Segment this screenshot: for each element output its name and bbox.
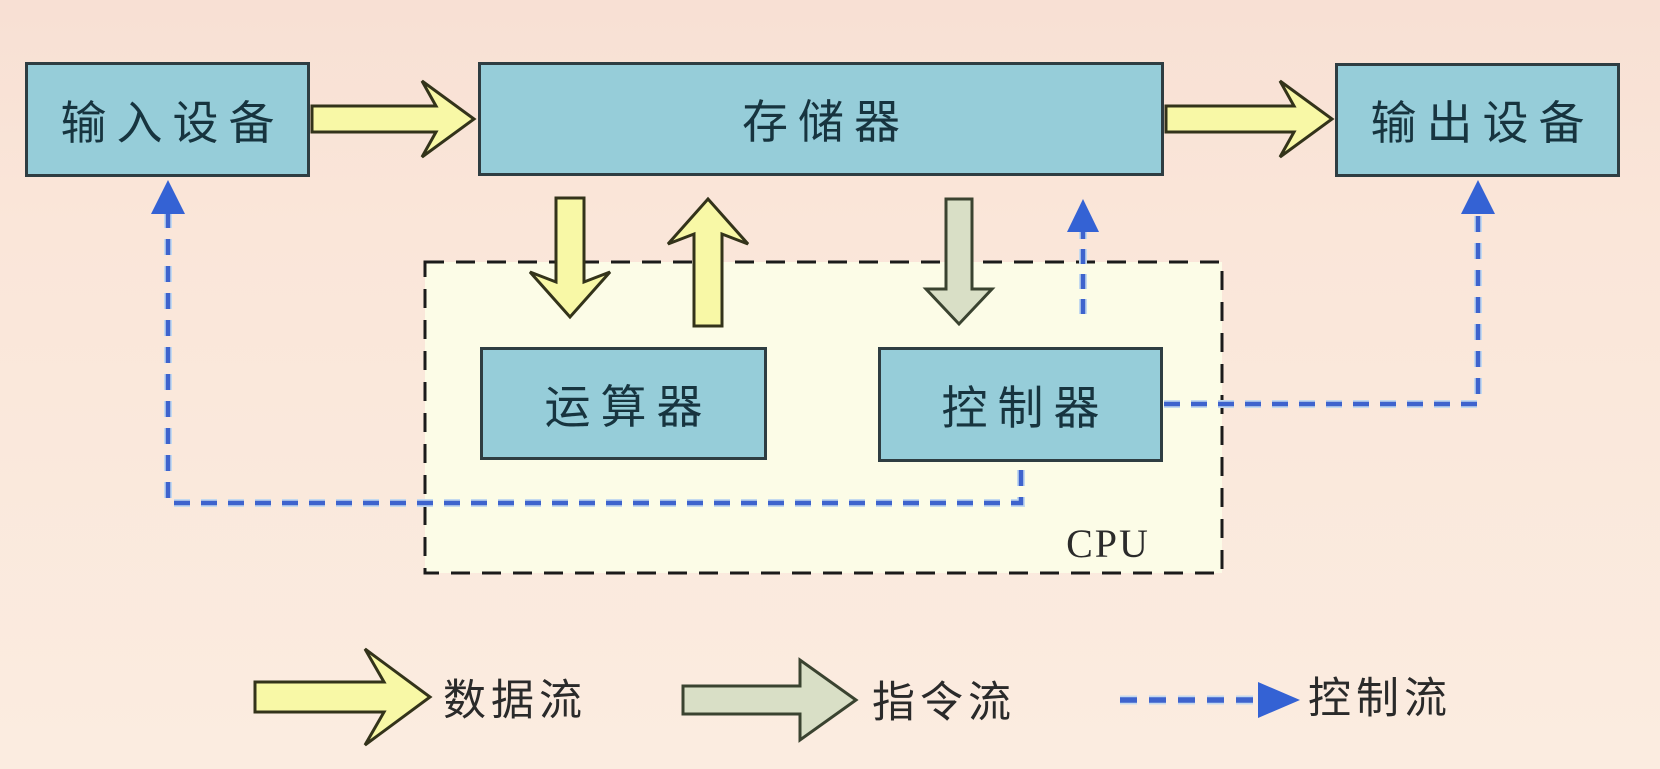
control-flow-arrowhead-output (1461, 180, 1495, 214)
input-device-label: 输入设备 (60, 97, 285, 149)
alu-label: 运算器 (544, 381, 713, 433)
memory-label: 存储器 (742, 97, 910, 148)
cpu-label: CPU (1066, 521, 1150, 566)
input-device-box: 输入设备 (25, 62, 310, 177)
memory-box: 存储器 (478, 62, 1164, 176)
legend-data-flow-label: 数据流 (443, 678, 587, 725)
output-device-box: 输出设备 (1335, 63, 1620, 177)
legend-control-flow-arrowhead-icon (1258, 682, 1300, 718)
legend-instruction-flow-arrow-icon (681, 657, 859, 743)
alu-box: 运算器 (480, 347, 767, 460)
control-flow-arrowhead-memory (1067, 199, 1099, 232)
control-flow-line-to-output-halo (1164, 212, 1482, 408)
controller-box: 控制器 (878, 347, 1163, 462)
data-flow-arrow-alu-to-memory (666, 196, 750, 328)
data-flow-arrow-input-to-memory (310, 79, 477, 159)
legend-control-flow-label: 控制流 (1308, 676, 1452, 723)
output-device-label: 输出设备 (1370, 98, 1595, 149)
controller-label: 控制器 (941, 382, 1110, 434)
data-flow-arrow-memory-to-output (1164, 79, 1335, 159)
control-flow-arrowhead-input (151, 180, 185, 214)
data-flow-arrow-memory-to-alu (528, 196, 612, 320)
legend-data-flow-arrow-icon (253, 647, 433, 747)
instruction-flow-arrow-memory-to-controller (922, 197, 996, 327)
control-flow-line-to-output (1164, 212, 1481, 407)
legend-instruction-flow-label: 指令流 (872, 680, 1016, 727)
